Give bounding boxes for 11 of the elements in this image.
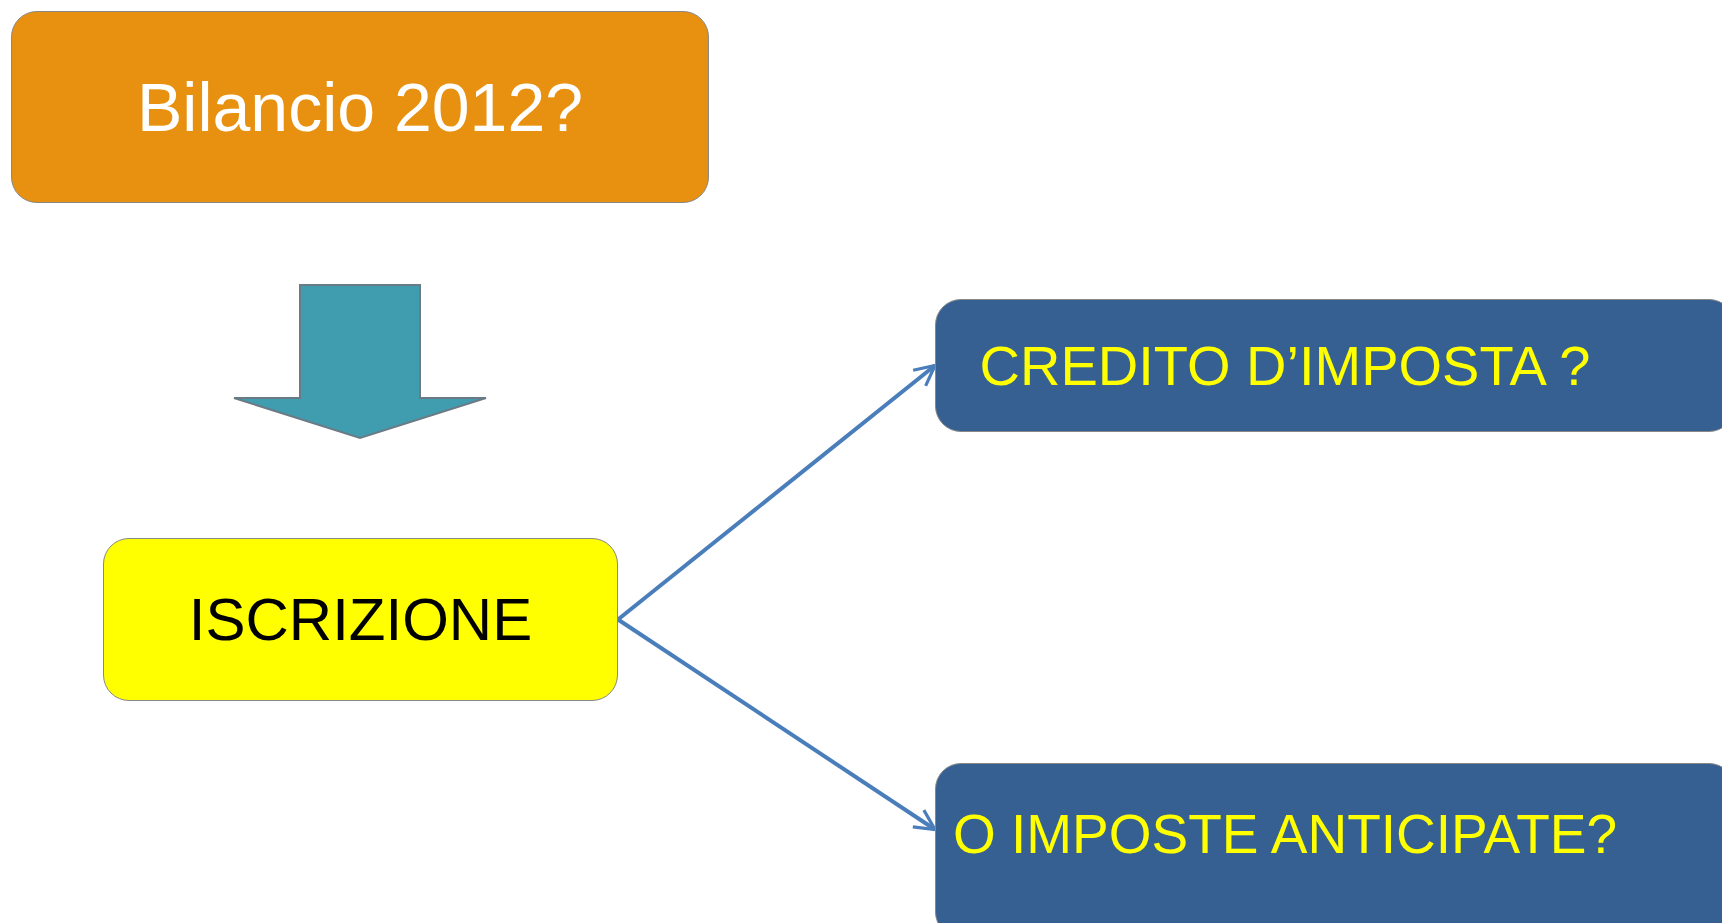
- arrow: [616, 617, 937, 832]
- box-label: ISCRIZIONE: [188, 585, 533, 654]
- question-box: [11, 11, 709, 203]
- box-label: Bilancio 2012?: [136, 68, 584, 146]
- question-box: [935, 299, 1722, 432]
- block-arrow: [233, 284, 487, 440]
- box-label: CREDITO D’IMPOSTA ?: [979, 333, 1591, 398]
- box-label: O IMPOSTE ANTICIPATE?: [952, 802, 1618, 866]
- arrow: [616, 363, 937, 622]
- question-box: [935, 763, 1722, 923]
- process-box: [103, 538, 618, 701]
